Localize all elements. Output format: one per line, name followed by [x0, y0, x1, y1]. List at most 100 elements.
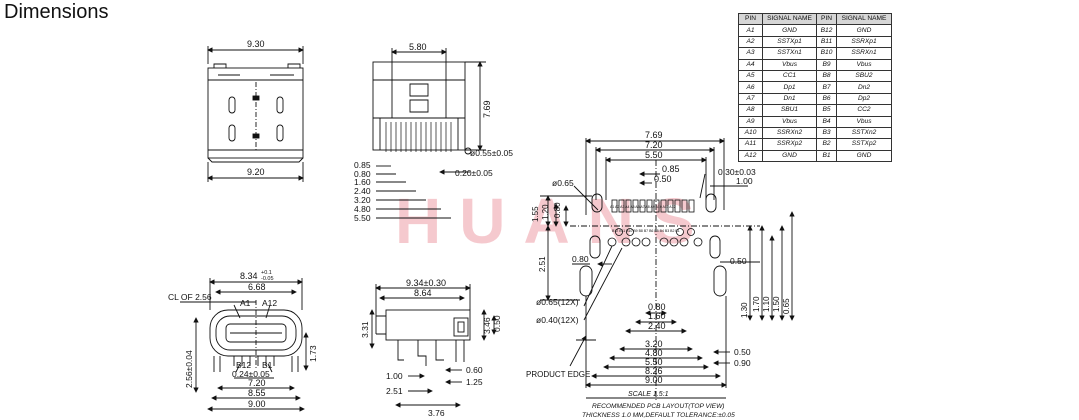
pcb-right-h1: 0.50	[730, 256, 747, 266]
pcb-top-dim-4: 0.50	[654, 174, 672, 184]
signal-cell: Dp2	[836, 92, 892, 106]
front-view-pin-a1: A1	[240, 298, 251, 308]
pcb-product-edge: PRODUCT EDGE	[526, 370, 590, 379]
pcb-top-dim-3: 0.85	[662, 164, 680, 174]
front-view-height-left: 2.56±0.04	[184, 350, 194, 388]
pcb-hole-big: ø0.65	[552, 178, 574, 188]
bottom-view-right-height: 3.46	[482, 317, 492, 334]
col-pin-b: PIN	[816, 12, 837, 26]
bottom-view-lower-right-a: 0.60	[466, 365, 483, 375]
bottom-view-lower-right-b: 1.25	[466, 377, 483, 387]
signal-cell: GND	[762, 149, 817, 163]
signal-cell: SSTXp2	[836, 138, 892, 151]
front-view-pin-pitch: 0.24±0.05	[232, 369, 270, 379]
side-view-top-width: 5.80	[409, 42, 427, 52]
signal-cell: GND	[836, 24, 892, 37]
signal-cell: GND	[836, 149, 892, 163]
front-view-bottom-dim-1: 8.55	[248, 388, 266, 398]
bottom-view-overall: 9.34±0.30	[406, 278, 446, 288]
pcb-bottom-dim-4: 9.00	[645, 375, 663, 385]
pcb-right-v-3: 1.50	[772, 296, 781, 312]
top-view-top-width: 9.30	[247, 39, 265, 49]
pcb-top-dim-0: 7.69	[645, 130, 663, 140]
signal-cell: Vbus	[762, 58, 817, 71]
pcb-layout	[540, 138, 795, 400]
signal-cell: GND	[762, 24, 817, 37]
signal-cell: SSTXn2	[836, 126, 892, 140]
front-view-inner-width: 6.68	[248, 282, 266, 292]
pcb-left-v4: 2.51	[538, 256, 547, 272]
pin-cell: A4	[738, 58, 763, 71]
side-view-dim-3: 2.40	[354, 186, 371, 196]
pcb-inner-dim-1: 1.60	[648, 311, 666, 321]
front-view-bottom-dim-0: 7.20	[248, 378, 266, 388]
pin-cell: A5	[738, 69, 763, 83]
pin-cell: B1	[816, 149, 837, 163]
signal-cell: Dn1	[762, 92, 817, 106]
watermark: HUANS	[395, 185, 713, 257]
side-view-dim-4: 3.20	[354, 195, 371, 205]
pcb-left-h1: 0.80	[572, 254, 589, 264]
pcb-holes-12: ø0.65(12X)	[536, 297, 579, 307]
front-view-outer-width: 8.34	[240, 271, 258, 281]
bottom-view-left-height: 3.31	[360, 321, 370, 338]
side-view-pitch: 0.20±0.05	[455, 168, 493, 178]
side-view-dim-0: 0.85	[354, 160, 371, 170]
pin-cell: B6	[816, 92, 837, 106]
pcb-right-top: 0.30±0.03	[718, 167, 756, 177]
pin-cell: B8	[816, 69, 837, 83]
pcb-top-dim-1: 7.20	[645, 140, 663, 150]
pin-cell: A3	[738, 47, 763, 60]
bottom-view-right-small: 0.50	[492, 315, 502, 332]
signal-cell: SSTXn1	[762, 47, 817, 60]
signal-cell: Vbus	[836, 115, 892, 128]
bottom-view-lower-left-a: 1.00	[386, 371, 403, 381]
pcb-bottom-dim-1: 4.80	[645, 348, 663, 358]
pcb-right-bottom-a: 0.50	[734, 347, 751, 357]
pcb-note-2: THICKNESS 1.0 MM,DEFAULT TOLERANCE:±0.05	[582, 412, 735, 419]
pcb-bottom-dim-3: 8.26	[645, 366, 663, 376]
pin-cell: B2	[816, 138, 837, 151]
pin-table-header: PIN SIGNAL NAME PIN SIGNAL NAME	[738, 12, 892, 26]
pin-cell: A11	[738, 138, 763, 151]
pcb-top-dim-2: 5.50	[645, 150, 663, 160]
pcb-left-v3: 0.80	[553, 202, 562, 218]
pin-cell: B4	[816, 115, 837, 128]
signal-cell: SSRXp2	[762, 138, 817, 151]
front-view	[180, 278, 309, 412]
bottom-view-inner: 8.64	[414, 288, 432, 298]
pin-cell: B9	[816, 58, 837, 71]
bottom-view-lower-left-b: 2.51	[386, 386, 403, 396]
front-view-outer-tol-plus: +0.1	[261, 270, 272, 276]
pcb-pad-labels-bottom: B12 B11 B10 B9 B8 B7 B6 B5 B4 B3 B2 B1	[612, 229, 680, 233]
front-view-outer-tol-minus: -0.05	[261, 276, 274, 282]
pad-row-bottom	[607, 228, 703, 247]
col-signal-b: SIGNAL NAME	[836, 12, 892, 26]
pin-cell: A6	[738, 81, 763, 94]
front-view-height-right: 1.73	[308, 345, 318, 362]
pcb-inner-dim-2: 2.40	[648, 321, 666, 331]
pcb-scale: SCALE 1.5:1	[628, 391, 669, 398]
signal-cell: SSTXp1	[762, 35, 817, 49]
pcb-right-v-1: 1.70	[752, 296, 761, 312]
side-view-dim-6: 5.50	[354, 213, 371, 223]
front-view-pin-a12: A12	[262, 298, 277, 308]
col-signal-a: SIGNAL NAME	[762, 12, 817, 26]
pcb-inner-dim-0: 0.80	[648, 302, 666, 312]
signal-cell: Vbus	[836, 58, 892, 71]
pcb-left-v2: 1.20	[541, 204, 550, 220]
pcb-bottom-dim-2: 5.50	[645, 357, 663, 367]
side-view	[372, 48, 486, 219]
pin-cell: A10	[738, 126, 763, 140]
pcb-right-bottom-b: 0.90	[734, 358, 751, 368]
pin-cell: B5	[816, 104, 837, 117]
